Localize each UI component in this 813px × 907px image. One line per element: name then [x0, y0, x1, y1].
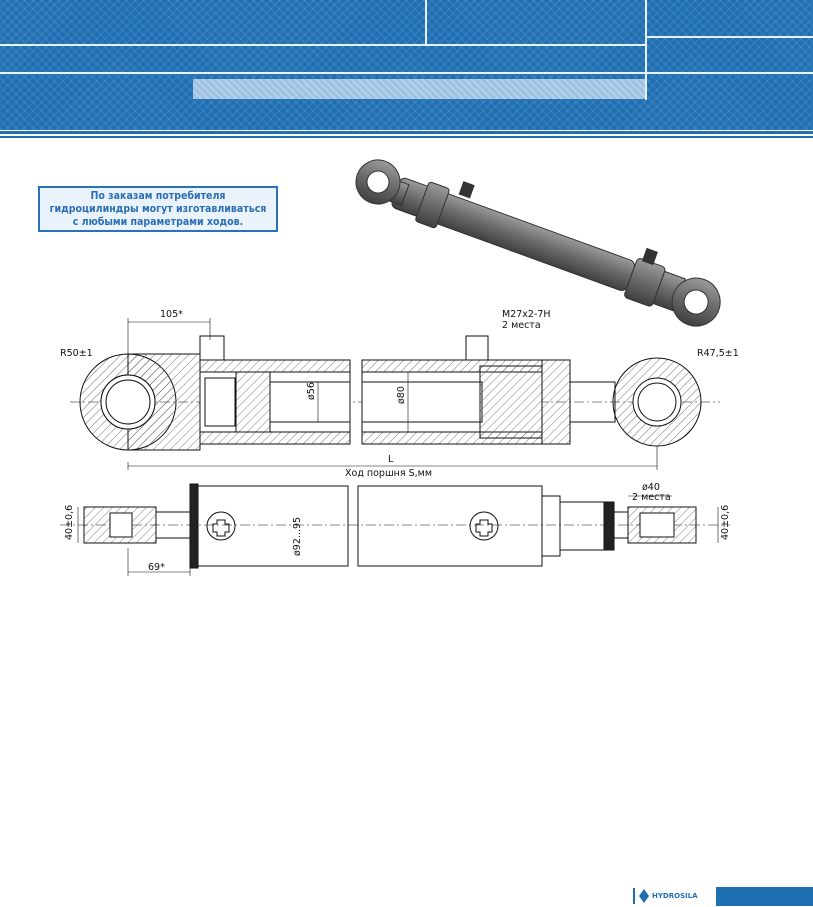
- dim-eye-width-left: 40±0,6: [64, 505, 75, 540]
- dim-rod-diameter: ø56: [306, 382, 317, 400]
- header-divider-4: [645, 72, 813, 74]
- dim-bore-diameter: ø80: [396, 386, 407, 404]
- header-divider-3: [645, 36, 813, 38]
- dim-eye-width-right: 40±0,6: [720, 505, 731, 540]
- header-divider-1: [0, 44, 645, 46]
- header-stripe-1: [0, 131, 813, 134]
- footer-bar: [716, 887, 813, 906]
- dim-radius-right: R47,5±1: [697, 348, 739, 359]
- dim-stroke: Ход поршня S,мм: [345, 468, 432, 479]
- dim-length: L: [388, 454, 394, 465]
- header-band: [0, 0, 813, 130]
- header-light-band: [193, 79, 645, 99]
- dim-eye-offset: 105*: [160, 309, 183, 320]
- order-note: По заказам потребителя гидроцилиндры мог…: [38, 186, 278, 232]
- dim-pin-hole-count: 2 места: [632, 492, 671, 503]
- header-divider-2: [0, 72, 645, 74]
- hydrosila-logo-icon: [633, 888, 649, 904]
- dim-pin-hole: ø40: [642, 482, 660, 493]
- cylinder-render: [355, 159, 721, 327]
- dim-thread-count: 2 места: [502, 320, 541, 331]
- header-pattern: [0, 0, 813, 130]
- header-stripe-2: [0, 136, 813, 138]
- header-vdivider-1: [425, 0, 427, 44]
- dim-body-diameter: ø92...95: [292, 517, 303, 556]
- footer-logo: HYDROSILA: [633, 886, 698, 906]
- dim-radius-left: R50±1: [60, 348, 93, 359]
- dim-thread: M27x2-7H: [502, 309, 551, 320]
- dim-bottom-offset: 69*: [148, 562, 165, 573]
- section-view: [70, 318, 720, 470]
- footer-brand: HYDROSILA: [652, 892, 698, 900]
- side-view: [60, 483, 730, 576]
- header-vdivider-2: [645, 0, 647, 100]
